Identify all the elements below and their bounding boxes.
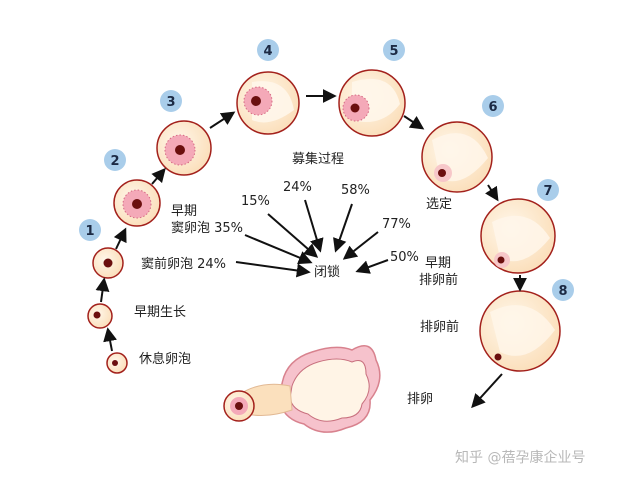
atresia-arrow-58 <box>333 203 353 253</box>
label-recruitment: 募集过程 <box>292 152 345 167</box>
follicle-stage-2 <box>113 179 161 227</box>
arrow-3-to-4 <box>209 111 236 129</box>
atresia-arrow-50 <box>355 259 389 274</box>
stage-badge-6: 6 <box>482 95 504 117</box>
ovulation-corpus <box>223 345 381 433</box>
atresia-arrow-24 <box>304 199 324 253</box>
arrow-early-to-preantral <box>95 277 110 303</box>
stage-number: 3 <box>166 95 175 110</box>
atresia-percent-58: 58% <box>341 183 370 198</box>
stage-badge-2: 2 <box>104 149 126 171</box>
label-early-preovulatory-line2: 排卵前 <box>419 273 459 288</box>
stage-badge-4: 4 <box>257 39 279 61</box>
label-atresia: 闭锁 <box>314 265 341 280</box>
label-early-growth: 早期生长 <box>134 305 187 320</box>
stage-number: 7 <box>543 184 552 199</box>
follicle-early-growth <box>87 303 113 329</box>
stage-number: 5 <box>389 44 398 59</box>
atresia-percent-15: 15% <box>241 194 270 209</box>
arrow-2-to-3 <box>151 167 166 185</box>
atresia-percent-50: 50% <box>390 250 419 265</box>
label-preantral-24: 窦前卵泡 24% <box>141 257 227 272</box>
label-ovulation: 排卵 <box>407 392 434 407</box>
follicle-stage-3 <box>156 120 212 176</box>
stage-number: 1 <box>85 224 94 239</box>
follicle-preantral <box>92 247 124 279</box>
arrow-resting-to-early <box>103 327 117 352</box>
stage-number: 6 <box>488 100 497 115</box>
stage-badge-3: 3 <box>160 90 182 112</box>
watermark: 知乎 @蓓孕康企业号 <box>455 450 586 466</box>
stage-number: 2 <box>110 154 119 169</box>
atresia-arrow-antral <box>244 234 313 265</box>
atresia-percent-77: 77% <box>382 217 411 232</box>
arrow-5-to-6 <box>403 115 425 130</box>
follicle-stage-4 <box>236 71 300 135</box>
label-selection: 选定 <box>426 197 453 212</box>
atresia-arrows <box>235 199 389 278</box>
arrow-preantral-to-2 <box>113 227 127 250</box>
follicle-stage-8 <box>479 290 561 372</box>
label-resting-follicle: 休息卵泡 <box>139 352 192 367</box>
stage-badge-7: 7 <box>537 179 559 201</box>
follicle-stage-6 <box>421 121 493 193</box>
label-early-antral-line2: 窦卵泡 35% <box>171 221 244 236</box>
atresia-percent-24: 24% <box>283 180 312 195</box>
arrow-8-to-ovulation <box>471 373 503 409</box>
stage-badge-5: 5 <box>383 39 405 61</box>
label-early-preovulatory-line1: 早期 <box>425 256 452 271</box>
progression-arrows <box>95 89 527 409</box>
stage-number: 8 <box>558 284 567 299</box>
atresia-arrow-77 <box>342 231 379 260</box>
stage-badge-8: 8 <box>552 279 574 301</box>
stage-badges: 1 2 3 4 5 6 7 8 <box>79 39 574 301</box>
stage-badge-1: 1 <box>79 219 101 241</box>
follicle-stage-7 <box>480 198 556 274</box>
stage-number: 4 <box>263 44 272 59</box>
atresia-arrow-preantral <box>235 261 311 278</box>
label-preovulatory: 排卵前 <box>420 320 460 335</box>
atresia-arrow-15 <box>267 213 319 258</box>
label-early-antral-line1: 早期 <box>171 204 198 219</box>
follicle-stage-5 <box>338 69 406 137</box>
arrow-6-to-7 <box>485 184 499 202</box>
follicle-resting <box>106 352 128 374</box>
